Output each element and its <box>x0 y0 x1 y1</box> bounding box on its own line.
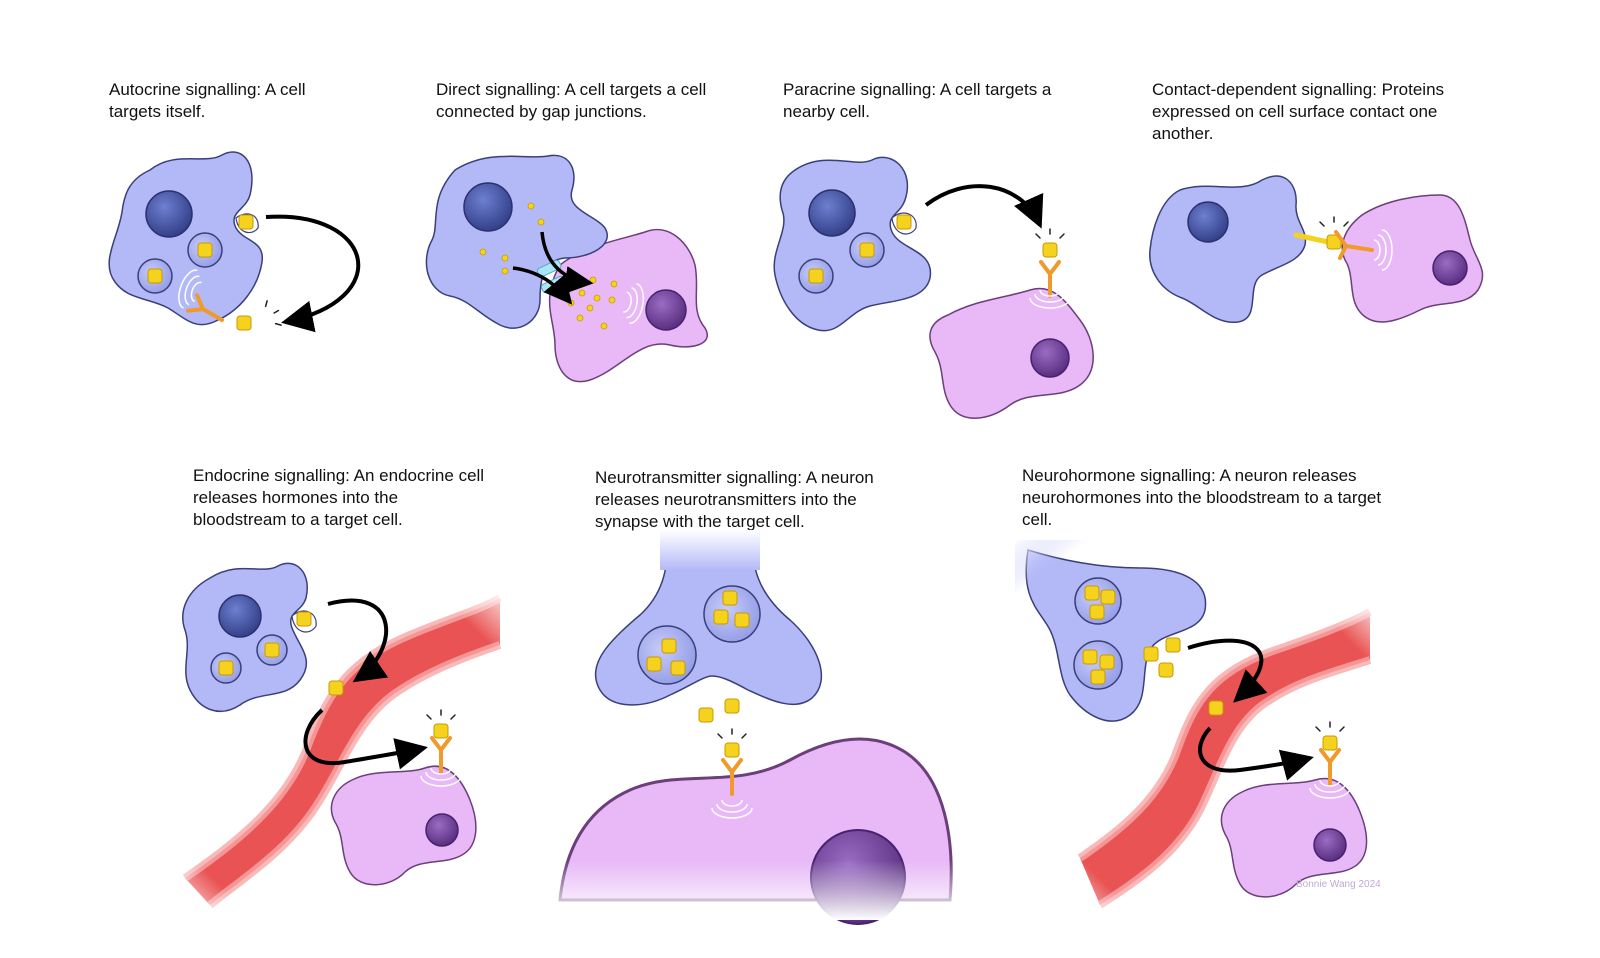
spark-icon <box>1035 228 1065 239</box>
nucleus <box>145 190 193 238</box>
ligand <box>296 611 312 627</box>
paracrine-target-cell <box>929 287 1094 419</box>
paracrine-panel <box>773 156 1094 419</box>
neurohormone-panel <box>1015 540 1385 920</box>
axon-fade <box>660 530 760 570</box>
signal-arrow <box>512 266 573 305</box>
ligand <box>236 315 252 331</box>
ligand <box>1158 662 1174 678</box>
contact-caption: Contact-dependent signalling: Proteins e… <box>1152 80 1445 143</box>
neurohormone-caption: Neurohormone signalling: A neuron releas… <box>1022 466 1382 529</box>
ligand <box>1089 604 1105 620</box>
nucleus <box>645 289 687 331</box>
ligand <box>808 268 824 284</box>
endocrine-panel <box>170 562 510 915</box>
nucleus <box>425 813 459 847</box>
ligand <box>147 268 163 284</box>
ligand <box>238 214 254 230</box>
ligand <box>859 242 875 258</box>
ligand <box>264 642 280 658</box>
nucleus <box>1313 828 1347 862</box>
signal-arrow <box>327 598 389 683</box>
neurotransmitter-caption: Neurotransmitter signalling: A neuron re… <box>595 468 874 531</box>
spark-icon <box>1319 216 1349 227</box>
ligand <box>670 660 686 676</box>
signal-arrow <box>265 214 361 333</box>
paracrine-caption: Paracrine signalling: A cell targets a n… <box>783 80 1052 121</box>
spark-icon <box>717 728 747 739</box>
ligand <box>328 680 344 696</box>
endocrine-signal-cell <box>182 562 308 713</box>
ligand <box>698 707 714 723</box>
receptor <box>1334 230 1374 260</box>
signal-arrow <box>1198 726 1314 781</box>
author-credit: Bonnie Wang 2024 <box>1296 879 1381 890</box>
contact-signal-cell <box>1149 175 1307 323</box>
ligand <box>646 656 662 672</box>
ligand <box>724 742 740 758</box>
ligand <box>896 214 912 230</box>
ligand <box>1165 637 1181 653</box>
ligand <box>722 590 738 606</box>
ligand <box>1090 669 1106 685</box>
ligand <box>1082 649 1098 665</box>
neurohormone-target-cell <box>1220 777 1368 898</box>
contact-panel <box>1149 175 1484 323</box>
ligand <box>433 723 449 739</box>
direct-panel <box>425 154 708 383</box>
ligand <box>218 660 234 676</box>
ligand <box>1100 589 1116 605</box>
signal-arrow <box>540 231 594 294</box>
ligand <box>1143 646 1159 662</box>
autocrine-panel <box>108 151 361 333</box>
ligand <box>724 698 740 714</box>
ligand <box>1322 735 1338 751</box>
nucleus <box>808 189 856 237</box>
cell-fade <box>540 860 970 920</box>
ligand <box>1099 654 1115 670</box>
ligand <box>197 242 213 258</box>
ligand <box>713 609 729 625</box>
ligand <box>1084 585 1100 601</box>
nucleus <box>1187 201 1229 243</box>
synaptic-vesicle <box>637 625 697 685</box>
contact-target-cell <box>1341 194 1484 323</box>
ligand <box>661 638 677 654</box>
neurotransmitter-panel <box>540 530 970 925</box>
surface-ligand <box>1293 232 1331 245</box>
nucleus <box>218 594 262 638</box>
autocrine-caption: Autocrine signalling: A cell targets its… <box>109 80 306 121</box>
signal-arrow <box>924 184 1044 229</box>
spark-icon <box>262 297 287 328</box>
nucleus <box>463 182 513 232</box>
signal-arrow <box>303 708 428 770</box>
nucleus <box>1030 338 1070 378</box>
ligand <box>1042 242 1058 258</box>
ligand <box>734 612 750 628</box>
signal-arrow <box>1187 638 1268 703</box>
endocrine-target-cell <box>330 765 477 886</box>
endocrine-caption: Endocrine signalling: An endocrine cell … <box>193 466 485 529</box>
direct-caption: Direct signalling: A cell targets a cell… <box>436 80 707 121</box>
synaptic-vesicle <box>703 585 761 643</box>
ligand <box>1208 700 1224 716</box>
nucleus <box>1432 250 1468 286</box>
